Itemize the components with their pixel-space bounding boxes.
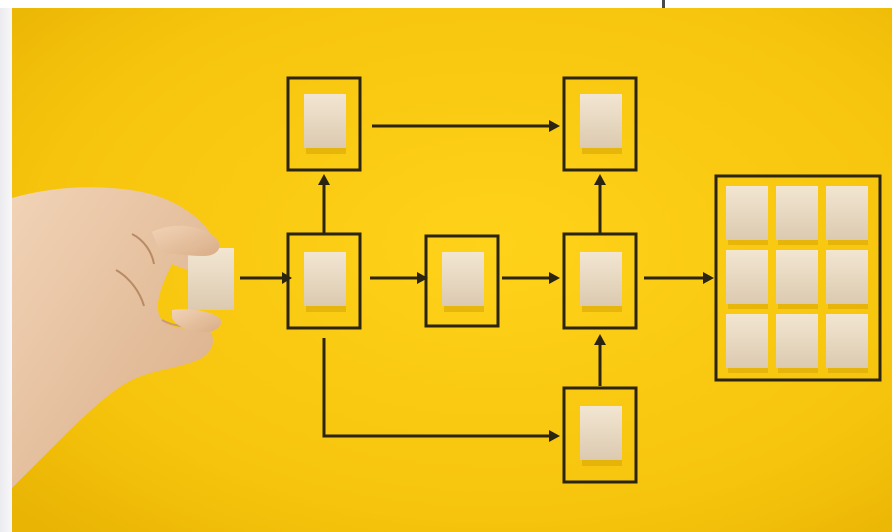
arrow-icon	[549, 430, 560, 442]
arrow-icon	[549, 120, 560, 132]
connector-center-to-bottom	[322, 338, 552, 438]
wooden-block-icon	[188, 248, 234, 310]
process-nodes	[286, 76, 638, 484]
node-top-right	[562, 76, 638, 172]
left-edge	[0, 8, 12, 532]
process-flow-photo	[12, 8, 892, 532]
arrowheads	[282, 120, 714, 442]
wooden-block-icon	[580, 406, 622, 460]
arrow-icon	[594, 174, 606, 185]
block-grid-icon	[714, 174, 882, 382]
arrow-icon	[703, 272, 714, 284]
connector-lines	[240, 124, 706, 438]
node-middle	[424, 234, 500, 328]
node-center-right	[562, 232, 638, 330]
top-edge	[0, 0, 892, 8]
wooden-block-icon	[304, 252, 346, 306]
node-top-left	[286, 76, 362, 172]
wooden-block-icon	[304, 94, 346, 148]
wooden-block-icon	[580, 252, 622, 306]
node-center-left	[286, 232, 362, 330]
flow-diagram-illustration	[12, 8, 892, 532]
wooden-block-icon	[442, 252, 484, 306]
arrow-icon	[417, 272, 428, 284]
arrow-icon	[318, 174, 330, 185]
top-edge-mark	[662, 0, 665, 8]
wooden-block-icon	[580, 94, 622, 148]
arrow-icon	[549, 272, 560, 284]
arrow-icon	[594, 334, 606, 345]
hand-icon	[12, 187, 234, 488]
node-bottom	[562, 386, 638, 484]
